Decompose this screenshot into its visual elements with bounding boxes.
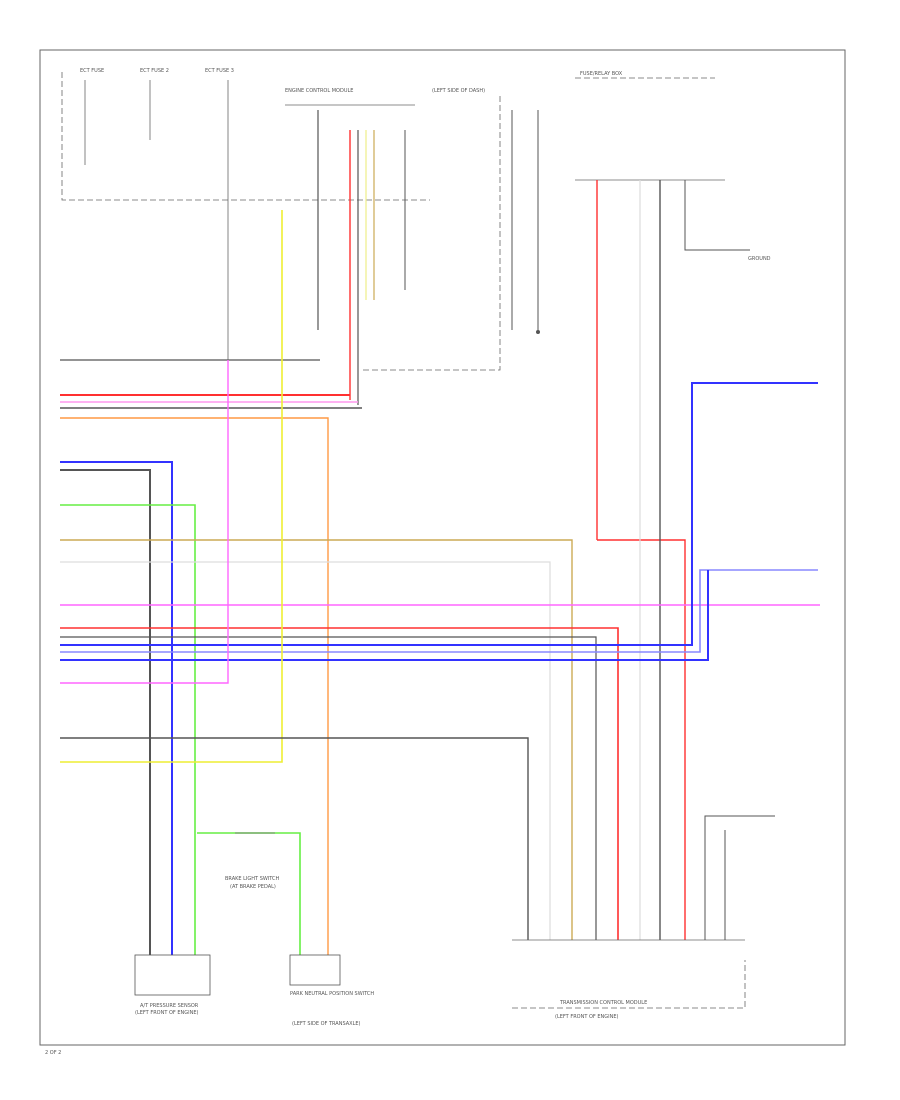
bundle-wire-blue — [60, 382, 818, 646]
magenta-wire — [60, 360, 229, 684]
tan-wire — [60, 539, 573, 940]
bundle-wire-red — [60, 627, 619, 940]
diagram-frame — [39, 49, 846, 1046]
ground-point — [536, 330, 540, 334]
trans-enclosure — [512, 960, 746, 1009]
trans-wire-black — [60, 737, 529, 940]
harness-wire-orange — [60, 417, 329, 955]
brake-switch-label: BRAKE LIGHT SWITCH — [225, 876, 280, 882]
bundle-wire-light-blue — [60, 569, 818, 653]
top-enclosure — [61, 72, 430, 201]
bundle-wire-blue-2 — [60, 570, 709, 661]
footer-page-label: 2 OF 2 — [45, 1050, 61, 1056]
right-ground-bracket — [704, 815, 775, 940]
ecm-sub-label: (LEFT SIDE OF DASH) — [432, 88, 485, 94]
brake-switch-sub: (AT BRAKE PEDAL) — [230, 884, 276, 890]
relay-box-label: FUSE/RELAY BOX — [580, 71, 623, 77]
ecm-header-label: ENGINE CONTROL MODULE — [285, 88, 353, 94]
transmission-label: TRANSMISSION CONTROL MODULE — [559, 1000, 647, 1006]
ground-right-label: GROUND — [748, 256, 771, 262]
mid-switch-label: PARK NEUTRAL POSITION SWITCH — [290, 991, 374, 997]
sensor-wire-blue — [60, 461, 173, 955]
transmission-sub: (LEFT FRONT OF ENGINE) — [555, 1014, 619, 1020]
top-fuse-3-label: ECT FUSE 3 — [205, 68, 234, 74]
ecm-enclosure — [360, 96, 501, 371]
white-wire — [60, 561, 551, 940]
left-sensor-label: A/T PRESSURE SENSOR — [140, 1003, 199, 1009]
relay-ground-route — [684, 180, 750, 251]
left-sensor-sub: (LEFT FRONT OF ENGINE) — [135, 1010, 199, 1016]
yellow-wire — [60, 210, 283, 763]
top-fuse-2-label: ECT FUSE 2 — [140, 68, 169, 74]
bundle-wire-black — [60, 636, 597, 940]
top-fuse-1-label: ECT FUSE — [80, 68, 104, 74]
mid-component-box — [289, 954, 341, 986]
switch-wire-green — [197, 832, 301, 955]
left-sensor-box — [134, 954, 211, 996]
relay-wire-red-route — [597, 539, 686, 940]
sensor-wire-black — [60, 469, 151, 955]
sensor-wire-green — [60, 504, 196, 955]
mid-switch-sub: (LEFT SIDE OF TRANSAXLE) — [292, 1021, 361, 1027]
